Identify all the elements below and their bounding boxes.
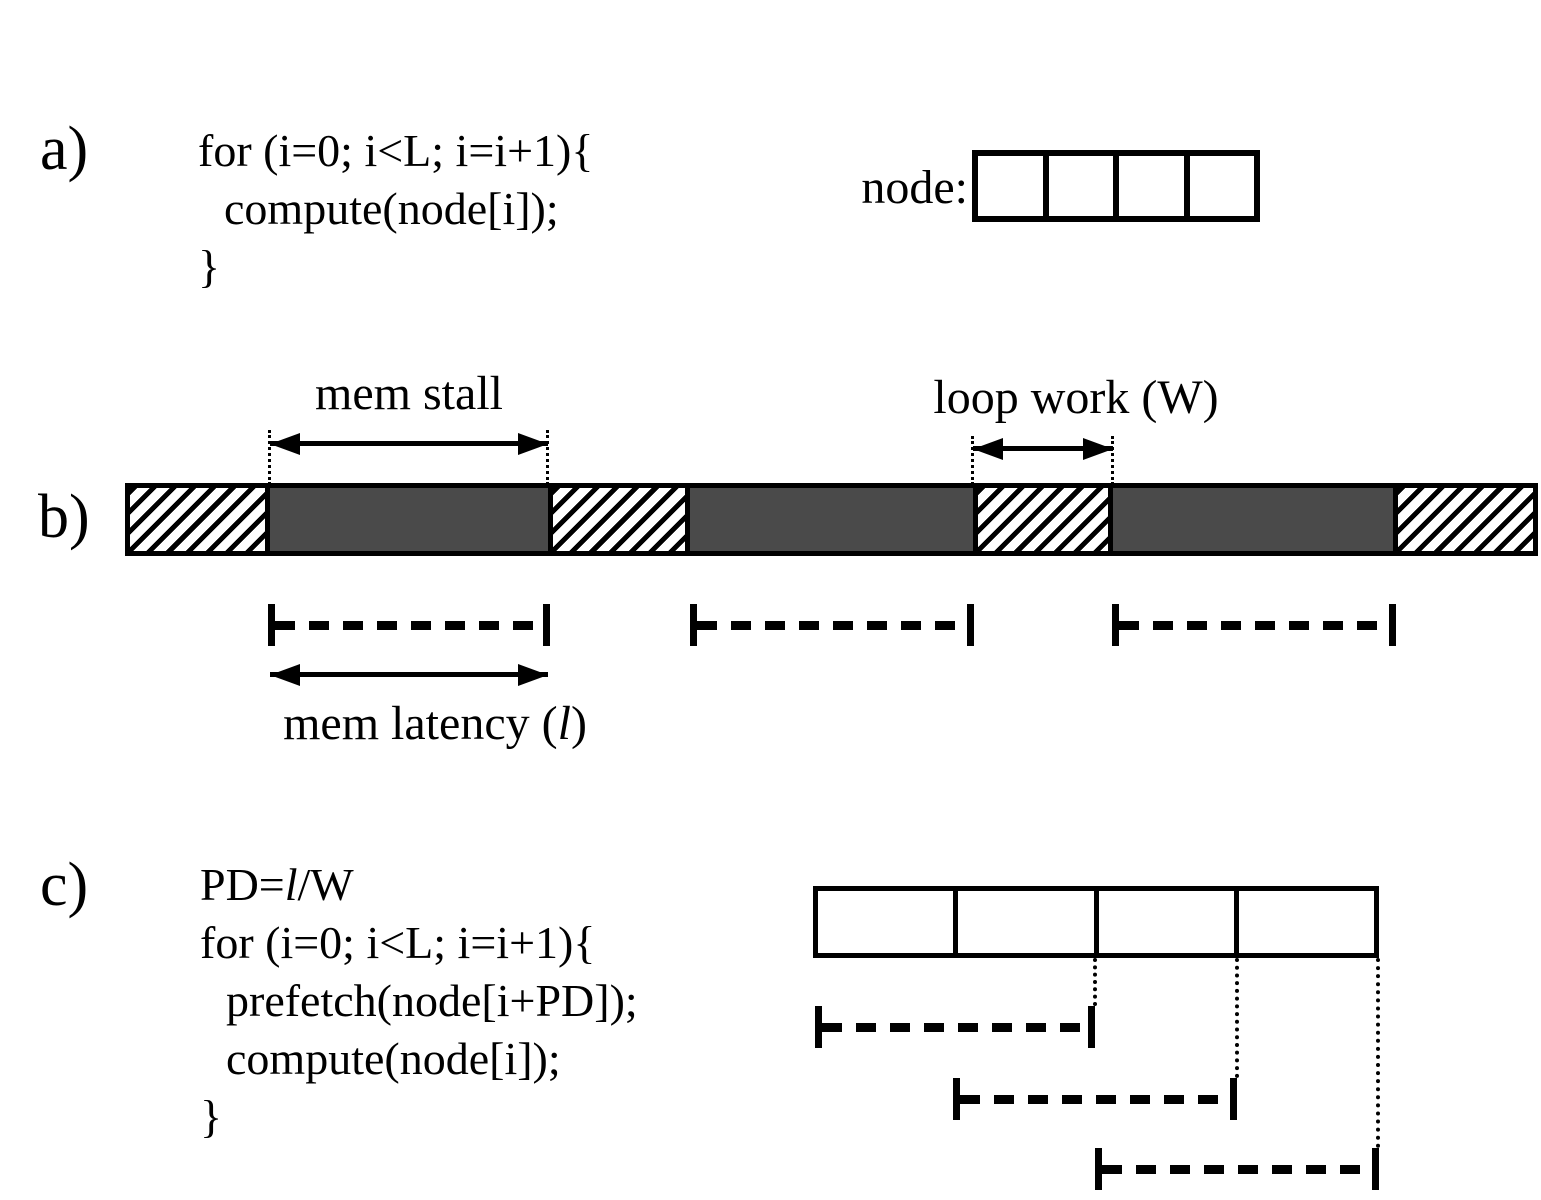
- section-c-code-pre: prefetch(node[i+PD]);: [226, 975, 638, 1026]
- latency-dashed-line: [697, 621, 967, 630]
- section-a-code: for (i=0; i<L; i=i+1){ compute(node[i]);}: [198, 122, 593, 296]
- section-a-code-pre: for (i=0; i<L; i=i+1){: [198, 125, 594, 176]
- loop-iteration-block: [953, 891, 1093, 953]
- loop-iteration-block: [818, 891, 953, 953]
- loop-iteration-block: [1093, 891, 1234, 953]
- mem-latency-label-symbol: l: [557, 697, 571, 750]
- section-c-code-pre: compute(node[i]);: [226, 1033, 561, 1084]
- mem-stall-block: [270, 483, 548, 556]
- mem-stall-guide-right: [546, 430, 549, 485]
- latency-dashed-line: [1102, 1165, 1372, 1174]
- mem-latency-span: [268, 604, 550, 646]
- mem-latency-arrow: [270, 664, 548, 686]
- node-cell: [1113, 156, 1184, 216]
- section-a-code-pre: }: [198, 241, 221, 292]
- mem-latency-span: [690, 604, 974, 646]
- node-array: [972, 150, 1260, 222]
- latency-end-tick: [1389, 604, 1396, 646]
- loop-work-block: [1393, 483, 1538, 556]
- prefetch-completion-guide: [1235, 958, 1239, 1078]
- latency-end-tick: [1230, 1078, 1237, 1120]
- section-a-code-line: for (i=0; i<L; i=i+1){: [198, 122, 593, 180]
- section-c-code-it: l: [284, 859, 298, 910]
- latency-dashed-line: [1119, 621, 1389, 630]
- loop-work-block: [973, 483, 1113, 556]
- loop-work-guide-right: [1111, 436, 1114, 485]
- latency-end-tick: [967, 604, 974, 646]
- mem-stall-guide-left: [268, 430, 271, 485]
- mem-stall-block: [1113, 483, 1393, 556]
- section-c-code-line: compute(node[i]);: [200, 1030, 638, 1088]
- latency-end-tick: [543, 604, 550, 646]
- latency-dashed-line: [275, 621, 543, 630]
- section-c-code-post: /W: [297, 859, 354, 910]
- latency-dashed-line: [822, 1023, 1088, 1032]
- latency-start-tick: [690, 604, 697, 646]
- execution-timeline: [125, 483, 1538, 556]
- prefetch-completion-guide: [1093, 958, 1097, 1006]
- prefetch-latency-span: [815, 1006, 1095, 1048]
- section-c-code-line: for (i=0; i<L; i=i+1){: [200, 914, 638, 972]
- loop-work-guide-left: [971, 436, 974, 485]
- latency-dashed-line: [960, 1095, 1230, 1104]
- section-a-code-line: }: [198, 238, 593, 296]
- latency-end-tick: [1088, 1006, 1095, 1048]
- mem-latency-label-post: ): [570, 697, 587, 750]
- latency-start-tick: [1112, 604, 1119, 646]
- section-c-code-pre: for (i=0; i<L; i=i+1){: [200, 917, 596, 968]
- prefetch-completion-guide: [1376, 958, 1380, 1148]
- section-a-label: a): [40, 115, 89, 183]
- mem-latency-span: [1112, 604, 1396, 646]
- loop-work-block: [125, 483, 270, 556]
- loop-iteration-block: [1233, 891, 1374, 953]
- node-cell: [1183, 156, 1255, 216]
- section-c-code-line: prefetch(node[i+PD]);: [200, 972, 638, 1030]
- section-b-label: b): [38, 483, 90, 551]
- node-cell: [978, 156, 1043, 216]
- section-c-label: c): [40, 851, 89, 919]
- node-cell: [1042, 156, 1114, 216]
- prefetched-timeline: [813, 886, 1379, 958]
- latency-start-tick: [1095, 1148, 1102, 1190]
- loop-work-label: loop work (W): [933, 371, 1219, 424]
- section-c-code-pre: PD=: [200, 859, 285, 910]
- mem-latency-label-pre: mem latency (: [283, 697, 558, 750]
- section-c-code-line: }: [200, 1088, 638, 1146]
- mem-stall-block: [690, 483, 973, 556]
- mem-stall-arrow: [270, 433, 548, 455]
- prefetch-latency-span: [1095, 1148, 1379, 1190]
- latency-start-tick: [268, 604, 275, 646]
- mem-latency-label: mem latency (l): [280, 700, 590, 748]
- latency-start-tick: [815, 1006, 822, 1048]
- prefetch-latency-span: [953, 1078, 1237, 1120]
- latency-end-tick: [1372, 1148, 1379, 1190]
- node-array-label: node:: [861, 161, 968, 214]
- loop-work-arrow: [973, 438, 1113, 460]
- latency-start-tick: [953, 1078, 960, 1120]
- section-c-code-pre: }: [200, 1091, 223, 1142]
- section-c-code-line: PD=l/W: [200, 856, 638, 914]
- loop-work-block: [548, 483, 690, 556]
- mem-stall-label: mem stall: [315, 367, 503, 420]
- section-a-code-pre: compute(node[i]);: [224, 183, 559, 234]
- section-a-code-line: compute(node[i]);: [198, 180, 593, 238]
